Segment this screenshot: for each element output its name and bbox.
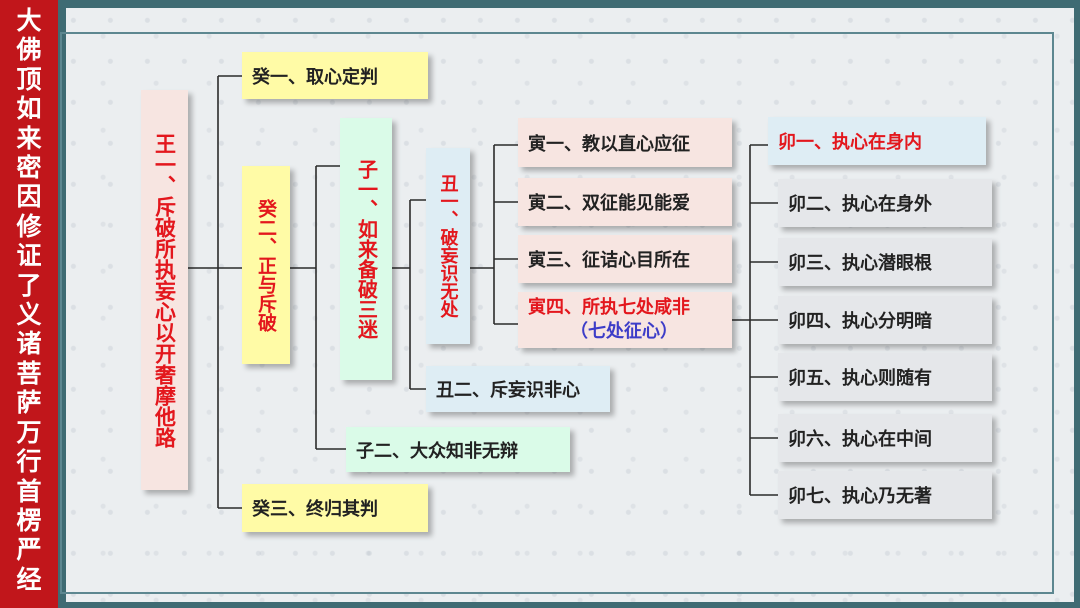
title-char: 诸 [16, 329, 42, 359]
title-char: 萨 [16, 388, 42, 418]
connector-line [316, 165, 346, 450]
connector-line [750, 144, 778, 496]
node-ren1: 王一、斥破所执妄心以开奢摩他路 [141, 90, 188, 490]
connector-line [218, 75, 242, 509]
node-mao2: 卯二、执心在身外 [778, 179, 992, 227]
title-char: 经 [16, 564, 42, 594]
node-mao7: 卯七、执心乃无著 [778, 471, 992, 519]
node-mao1: 卯一、执心在身内 [768, 117, 986, 165]
node-zi1: 子一、如来备破三迷 [340, 118, 392, 380]
node-mao6: 卯六、执心在中间 [778, 414, 992, 462]
title-char: 来 [16, 123, 42, 153]
title-char: 大 [16, 6, 42, 35]
node-gui3: 癸三、终归其判 [242, 484, 428, 532]
title-char: 因 [16, 182, 42, 212]
node-mao4: 卯四、执心分明暗 [778, 296, 992, 344]
node-mao3: 卯三、执心潜眼根 [778, 238, 992, 286]
node-zi2: 子二、大众知非无辩 [346, 427, 570, 472]
title-char: 密 [16, 153, 42, 183]
title-char: 万 [16, 417, 42, 447]
title-char: 楞 [16, 505, 42, 535]
node-yin2: 寅二、双征能见能爱 [518, 178, 732, 226]
node-gui2: 癸二、正与斥破 [242, 166, 290, 364]
title-char: 行 [16, 447, 42, 477]
node-yin4-note: （七处征心） [570, 321, 678, 342]
title-char: 义 [16, 300, 42, 330]
node-yin3: 寅三、征诘心目所在 [518, 235, 732, 283]
node-chou2: 丑二、斥妄识非心 [426, 366, 610, 412]
connector-line [410, 199, 426, 390]
title-char: 菩 [16, 358, 42, 388]
title-char: 了 [16, 270, 42, 300]
title-char: 佛 [16, 35, 42, 65]
title-char: 顶 [16, 64, 42, 94]
node-mao5: 卯五、执心则随有 [778, 353, 992, 401]
title-char: 证 [16, 241, 42, 271]
connector-line [494, 144, 518, 325]
title-char: 修 [16, 211, 42, 241]
title-char: 首 [16, 476, 42, 506]
node-yin1: 寅一、教以直心应征 [518, 118, 732, 167]
node-chou1: 丑一、破妄识无处 [426, 148, 470, 344]
node-gui1: 癸一、取心定判 [242, 52, 428, 99]
title-char: 严 [16, 535, 42, 565]
sutra-title-sidebar: 大 佛 顶 如 来 密 因 修 证 了 义 诸 菩 萨 万 行 首 楞 严 经 [0, 0, 58, 608]
node-yin4-label: 寅四、所执七处咸非 [528, 297, 690, 318]
title-char: 如 [16, 94, 42, 124]
node-yin4: 寅四、所执七处咸非 （七处征心） [518, 292, 732, 348]
